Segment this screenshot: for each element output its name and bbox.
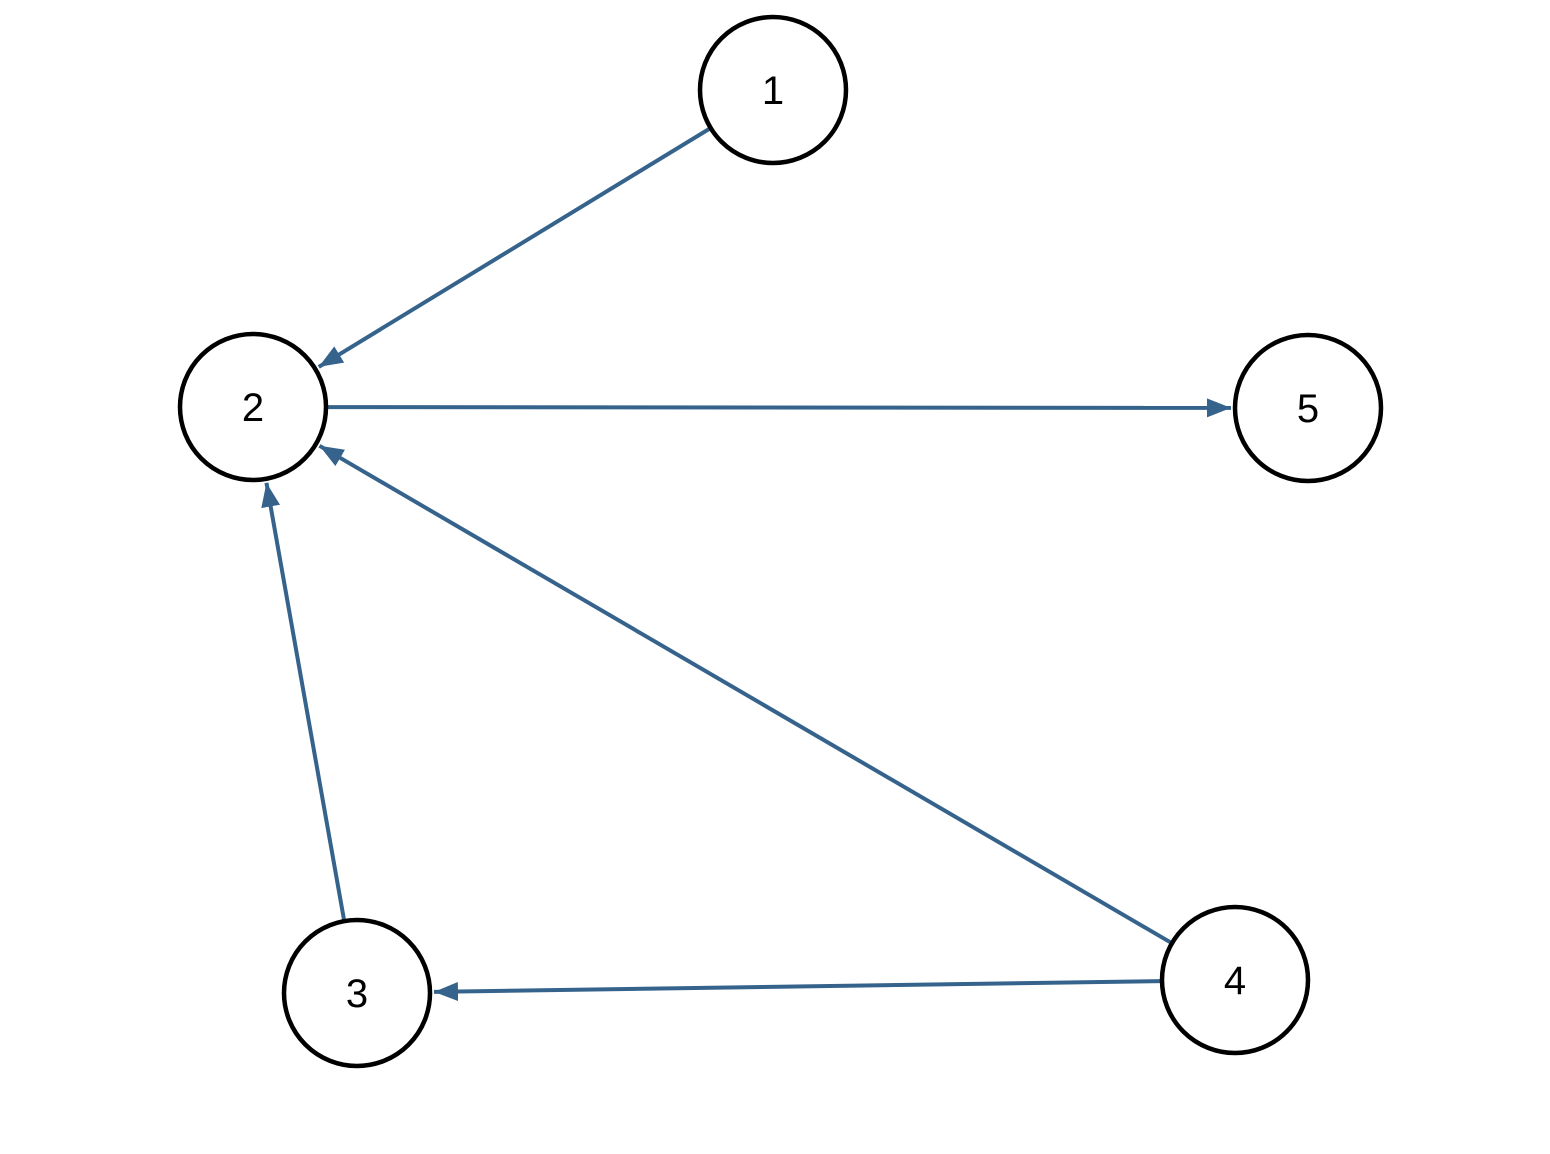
node-label: 4 <box>1224 959 1246 1003</box>
node-circle <box>177 331 329 483</box>
node-label: 2 <box>242 386 264 430</box>
edge-4-to-2 <box>318 444 1173 945</box>
node-3: 3 <box>281 917 433 1069</box>
node-4: 4 <box>1159 904 1311 1056</box>
node-label: 5 <box>1297 387 1319 431</box>
edge-1-to-2 <box>317 126 712 369</box>
node-2: 2 <box>177 331 329 483</box>
node-1: 1 <box>697 14 849 166</box>
edge-2-to-5 <box>325 398 1232 418</box>
edge-3-to-2 <box>261 482 347 922</box>
node-5: 5 <box>1232 332 1384 484</box>
node-circle <box>1232 332 1384 484</box>
node-circle <box>281 917 433 1069</box>
node-label: 3 <box>346 972 368 1016</box>
node-circle <box>697 14 849 166</box>
node-circle <box>1159 904 1311 1056</box>
node-label: 1 <box>762 69 784 113</box>
edge-4-to-3 <box>433 979 1163 1002</box>
